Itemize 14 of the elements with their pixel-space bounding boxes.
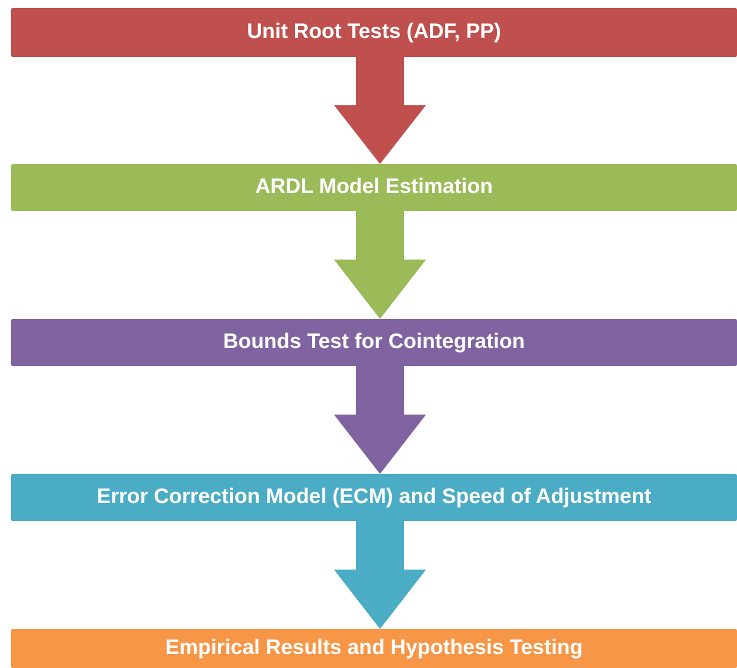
- block-arrow: [334, 521, 426, 629]
- step-label: ARDL Model Estimation: [255, 174, 493, 200]
- step-label: Unit Root Tests (ADF, PP): [247, 19, 501, 46]
- step-label: Error Correction Model (ECM) and Speed of Adjustment: [96, 484, 652, 510]
- process-bar: [11, 474, 737, 521]
- process-bar: [11, 164, 737, 211]
- step-label: Bounds Test for Cointegration: [223, 329, 525, 356]
- step-label: Empirical Results and Hypothesis Testing: [165, 635, 583, 662]
- process-bar: [11, 8, 737, 57]
- block-arrow: [334, 57, 426, 164]
- process-bar: [11, 629, 737, 668]
- block-arrow: [334, 211, 426, 319]
- process-bar: [11, 319, 737, 366]
- block-arrow: [334, 366, 426, 474]
